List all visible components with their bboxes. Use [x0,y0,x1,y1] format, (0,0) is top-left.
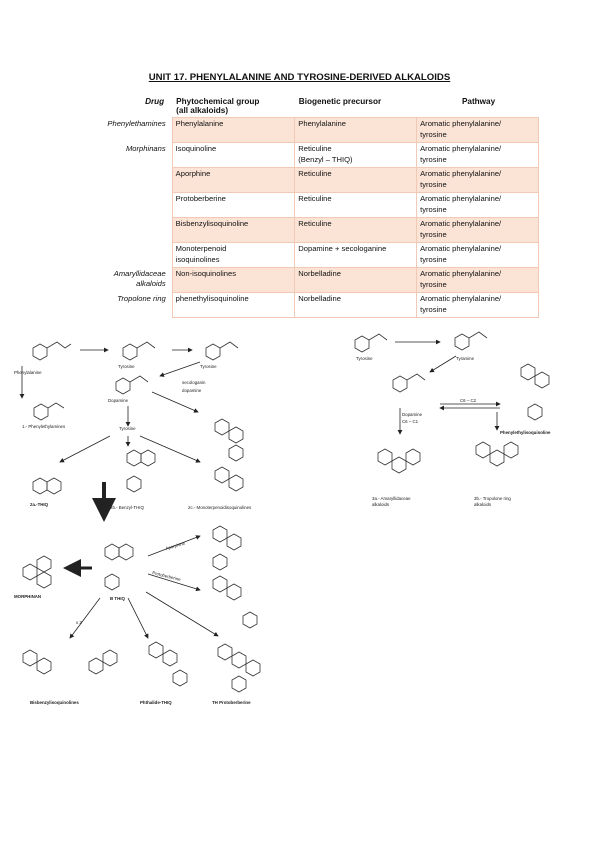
tyrosine-structure-2 [205,343,221,361]
scheme-labels: Phenylalanine Tyrosine Tyrosine Dopamine… [14,356,551,705]
phenylethylamine-structure [33,403,49,421]
label-c6c2: C6 – C2 [460,398,477,403]
tyrosine-right-structure [354,335,370,353]
pathway-cell: Aromatic phenylalanine/ tyrosine [416,142,539,168]
label-bthiq: B THIQ [110,596,125,601]
pathway-cell: Aromatic phenylalanine/ tyrosine [416,167,539,193]
label-dopamine: Dopamine [108,398,129,403]
phenylalanine-structure [32,343,48,361]
label-phenylethylisoquinoline: Phenylethylisoquinoline [500,430,551,435]
table-header-row: Drug Phytochemical group (all alkaloids)… [79,94,539,118]
protoberberine-structure [212,575,228,593]
label-tyrosine-1: Tyrosine [118,364,135,369]
aporphine-structure [212,525,228,543]
tyrosine-structure [122,343,138,361]
group-cell: Monoterpenoid isoquinolines [171,242,296,268]
drug-cell [79,243,172,268]
label-tropolone-1: 3b.- Tropolone ring [474,496,511,501]
drug-cell [79,218,172,243]
bisbenzyl-structure [22,649,38,667]
precursor-cell: Reticuline [294,217,418,243]
pathway-cell: Aromatic phenylalanine/ tyrosine [416,292,539,318]
precursor-cell: Reticuline [294,167,418,193]
label-bisbenzyl: Bisbenzylisoquinolines [30,700,79,705]
label-tyrosine-right: Tyrosine [356,356,373,361]
morphinan-structure [22,563,38,581]
label-phenylethylamines: 1.- Phenylethylamines [22,424,66,429]
th-protoberberine-structure [217,643,233,661]
tyramine-structure [454,333,470,351]
pathway-cell: Aromatic phenylalanine/ tyrosine [416,192,539,218]
precursor-cell: Dopamine + secologanine [294,242,418,268]
dopamine-structure [115,377,131,395]
label-aporphine-arrow: Aporphine [165,540,186,550]
drug-cell: Morphinans [125,143,166,153]
label-monoterpenoid: 2c.- Monoterpenoidisoquinolines [188,505,252,510]
header-drug: Drug [145,97,165,106]
dopamine-right-structure [392,375,408,393]
group-cell: Aporphine [171,167,296,193]
pathway-cell: Aromatic phenylalanine/ tyrosine [416,267,539,293]
label-phenylalanine: Phenylalanine [14,370,42,375]
label-amaryllidaceae-1: 3a.- Amaryllidaceae [372,496,411,501]
label-amaryllidaceae-2: alkaloids [372,502,390,507]
precursor-cell: Norbelladine [294,292,418,318]
alkaloid-table: Drug Phytochemical group (all alkaloids)… [79,94,539,318]
label-thiq: 2a.-THIQ [30,502,49,507]
label-dopamine-right: Dopamine [402,412,423,417]
label-benzyl-thiq: 2b.- Benzyl-THIQ [110,505,144,510]
label-x2: x 2 [76,620,82,625]
group-cell: Isoquinoline [171,142,296,168]
precursor-cell: Reticuline [294,192,418,218]
label-phthalide: Phthalide-THIQ [140,700,172,705]
group-cell: Protoberberine [171,192,296,218]
secologanin-structure [214,418,230,436]
group-cell: Non-isoquinolines [171,267,296,293]
phthalide-structure [148,641,164,659]
label-tyramine: Tyramine [456,356,475,361]
pathway-cell: Aromatic phenylalanine/ tyrosine [416,117,539,143]
drug-cell: Phenylethamines [107,118,166,128]
label-tyrosine-3: Tyrosine [119,426,136,431]
tropolone-structure [475,441,491,459]
bthiq-structure [104,543,120,561]
drug-cell: Amaryllidaceae alkaloids [113,268,166,289]
label-th-protoberberine: TH Protoberberine [212,700,251,705]
drug-cell: Tropolone ring [117,293,166,303]
drug-cell [79,193,172,218]
group-cell: phenethylisoquinoline [171,292,296,318]
pathway-cell: Aromatic phenylalanine/ tyrosine [416,242,539,268]
drug-cell [79,168,172,193]
precursor-cell: Norbelladine [294,267,418,293]
header-group: Phytochemical group (all alkaloids) [176,97,260,115]
page-title: UNIT 17. PHENYLALANINE AND TYROSINE-DERI… [148,72,451,83]
label-c6c1: C6 – C1 [402,419,419,424]
biosynthesis-schemes: Phenylalanine Tyrosine Tyrosine Dopamine… [14,331,551,705]
header-pathway: Pathway [461,97,496,106]
benzyl-thiq-structure [126,449,142,467]
phenylethylisoquinoline-structure [520,363,536,381]
precursor-cell: Phenylalanine [294,117,418,143]
label-tropolone-2: alkaloids [474,502,492,507]
group-cell: Bisbenzylisoquinoline [171,217,296,243]
label-morphinan: MORPHINAN [14,594,41,599]
label-secologanin: secologanin [182,380,206,385]
label-dopamine-small: dopamine [182,388,202,393]
header-precursor: Biogenetic precursor [298,97,382,106]
precursor-cell: Reticuline (Benzyl – THIQ) [294,142,418,168]
label-tyrosine-2: Tyrosine [200,364,217,369]
pathway-cell: Aromatic phenylalanine/ tyrosine [416,217,539,243]
thiq-structure [32,477,48,495]
amaryllidaceae-structure [377,448,393,466]
group-cell: Phenylalanine [171,117,296,143]
